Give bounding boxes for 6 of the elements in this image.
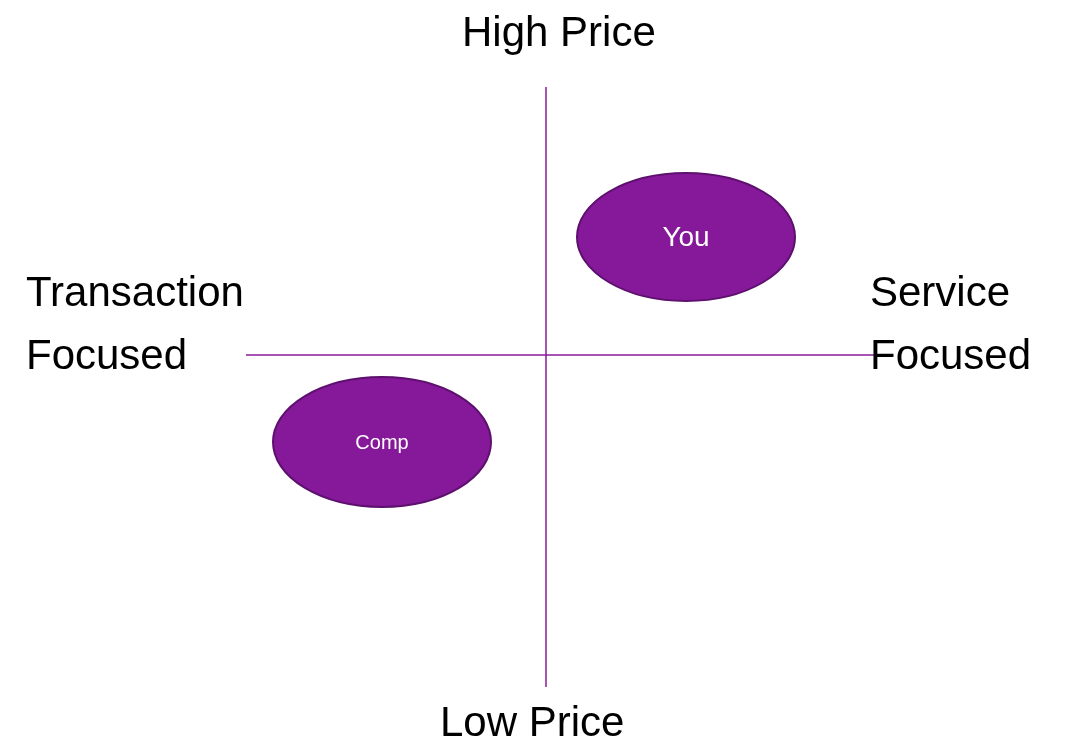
- ellipse-label: You: [662, 221, 710, 253]
- axis-label: Transaction Focused: [26, 267, 245, 380]
- axis-label: High Price: [462, 7, 657, 57]
- ellipse-label: Comp: [355, 430, 409, 454]
- axis-label: Low Price: [440, 697, 626, 741]
- axis-label: Service Focused: [870, 267, 1033, 380]
